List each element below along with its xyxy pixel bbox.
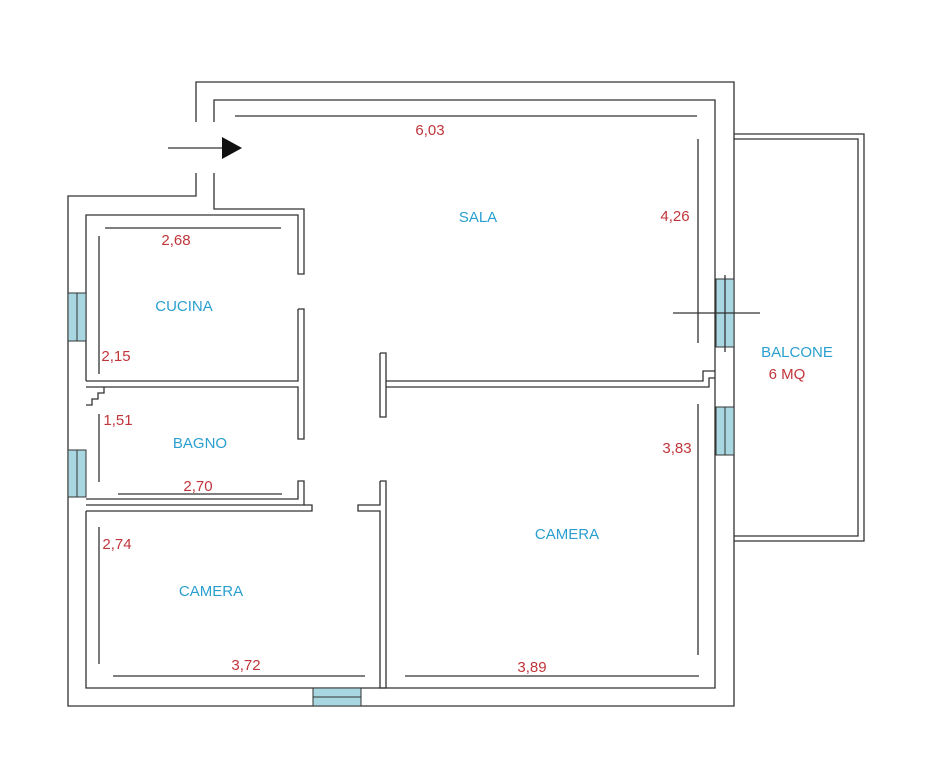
dim-camera-small-depth: 2,74	[102, 536, 131, 553]
room-label-sala: SALA	[459, 209, 497, 226]
dim-cucina-depth: 2,15	[101, 348, 130, 365]
room-label-cucina: CUCINA	[155, 298, 213, 315]
entrance-arrow-icon	[168, 137, 242, 159]
dim-bagno-width: 2,70	[183, 478, 212, 495]
wall-cucina-bottom	[86, 309, 299, 382]
wall-camera-top	[386, 377, 715, 388]
dim-camera-large-depth: 3,83	[662, 440, 691, 457]
dim-sala-width: 6,03	[415, 122, 444, 139]
wall-bagno-door	[86, 504, 313, 512]
room-label-balcone: BALCONE	[761, 344, 833, 361]
room-label-camera-small: CAMERA	[179, 583, 243, 600]
outer-wall	[67, 81, 735, 707]
balcony-outline	[734, 133, 865, 542]
wall-cucina-sala	[86, 308, 305, 440]
inner-wall-top-left	[85, 173, 305, 381]
dim-cucina-width: 2,68	[161, 232, 190, 249]
wall-corridor-left	[379, 352, 387, 418]
room-label-camera-large: CAMERA	[535, 526, 599, 543]
room-label-bagno: BAGNO	[173, 435, 227, 452]
dim-bagno-depth: 1,51	[103, 412, 132, 429]
balcony-inner	[734, 138, 859, 537]
wall-sala-bottom	[386, 370, 715, 382]
inner-wall	[85, 99, 716, 689]
dim-camera-large-width: 3,89	[517, 659, 546, 676]
wall-bagno-left	[86, 387, 105, 406]
wall-bagno-bottom	[86, 480, 305, 506]
balcone-area-label: 6 MQ	[769, 366, 806, 383]
dim-camera-small-width: 3,72	[231, 657, 260, 674]
wall-camera-left	[357, 480, 387, 689]
dim-sala-depth: 4,26	[660, 208, 689, 225]
